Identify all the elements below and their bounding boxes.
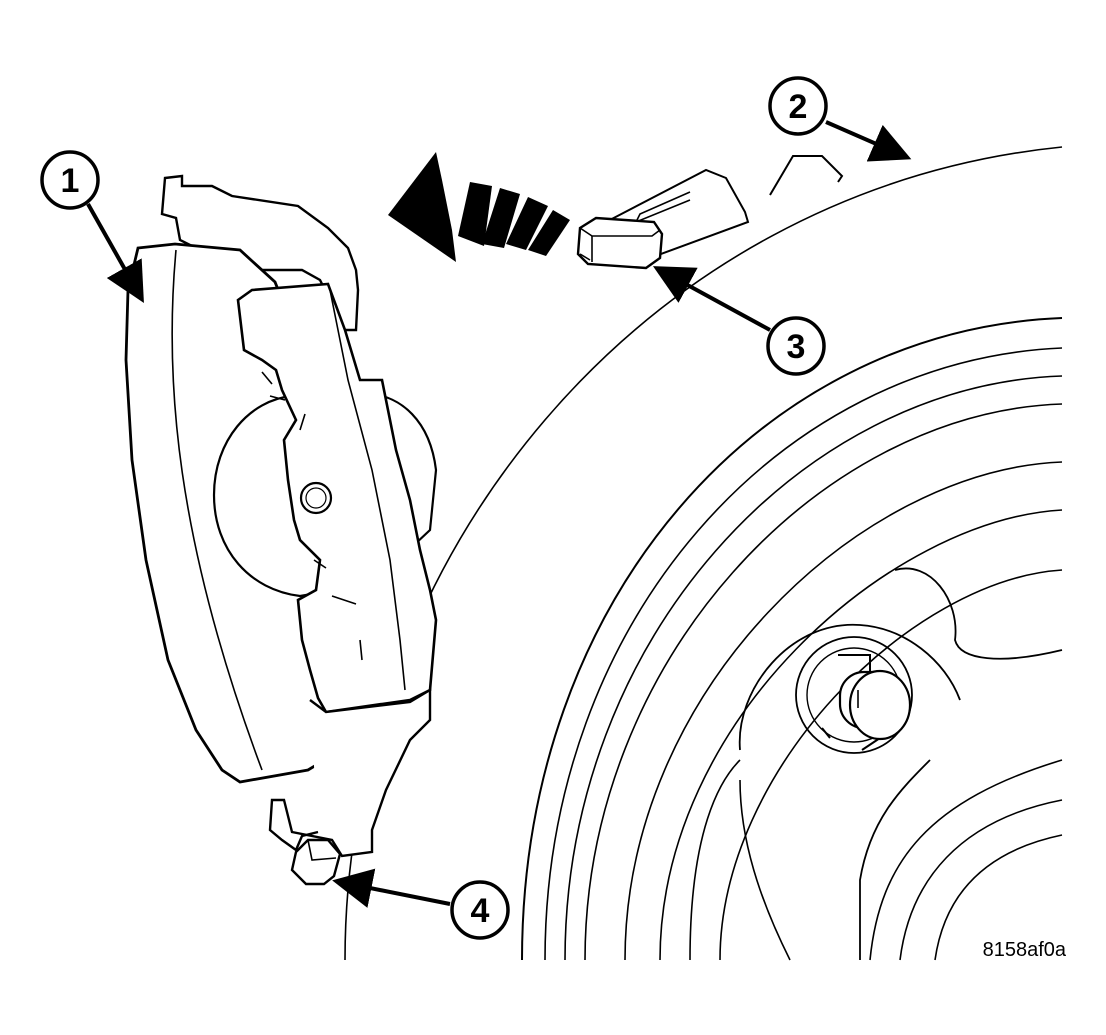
hub-ring-5 (624, 461, 1063, 961)
hub-ring-7 (719, 569, 1063, 961)
hub-ring-6 (659, 509, 1063, 961)
leader-3 (652, 266, 771, 332)
callout-4-label: 4 (471, 892, 490, 930)
hub-ring-4 (584, 403, 1063, 961)
removal-direction-arrow (388, 152, 570, 262)
rotor-assembly (344, 146, 1063, 961)
pad-bottom-ear (268, 687, 432, 858)
rotor-outer-edge (344, 146, 1063, 961)
hub-flange (738, 567, 1063, 960)
callout-4: 4 (450, 880, 510, 940)
callout-2-label: 2 (789, 88, 808, 126)
leader-4 (332, 868, 451, 908)
pad-backing-plate (236, 282, 438, 714)
callout-1-label: 1 (61, 162, 80, 200)
hub-ring-3 (564, 375, 1063, 961)
figure-id: 8158af0a (983, 939, 1067, 961)
callout-3-label: 3 (787, 328, 806, 366)
abutment-notch (769, 155, 844, 196)
callout-2: 2 (768, 76, 828, 136)
wheel-stud (795, 636, 913, 754)
callout-3: 3 (766, 316, 826, 376)
anti-rattle-clip (576, 216, 664, 270)
hub-ring-2 (544, 347, 1063, 961)
hub-ring-1 (521, 317, 1063, 961)
callout-1: 1 (40, 150, 100, 210)
brake-pad (124, 174, 438, 886)
leader-1 (86, 203, 144, 303)
leader-lines (86, 120, 912, 908)
pad-clip (290, 838, 342, 886)
leader-2 (825, 120, 912, 162)
caliper-bracket-outline (605, 168, 750, 259)
